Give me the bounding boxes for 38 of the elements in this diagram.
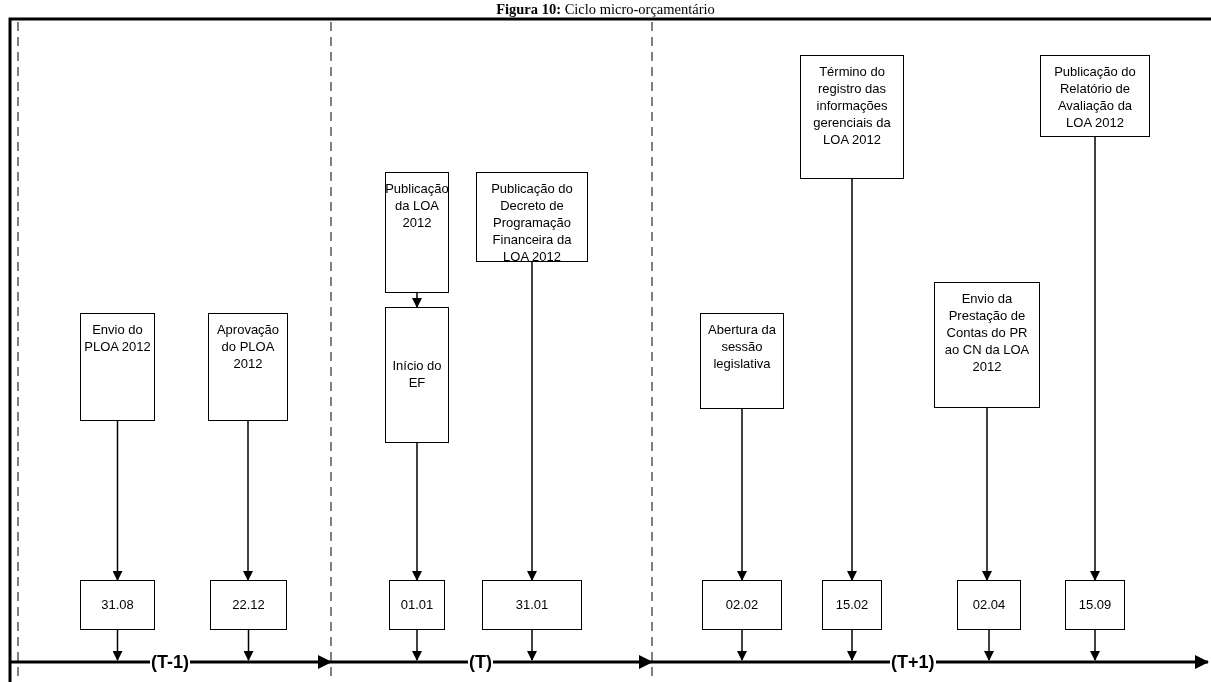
- arrow: [243, 420, 253, 581]
- date-box: 31.08: [80, 580, 155, 630]
- date-box: 01.01: [389, 580, 445, 630]
- arrow: [527, 261, 537, 581]
- event-box: Publicação do Relatório de Avaliação da LOA 2012: [1040, 55, 1150, 137]
- event-box: Abertura da sessão legislativa: [700, 313, 784, 409]
- arrow: [112, 629, 123, 661]
- arrow: [982, 407, 992, 581]
- event-box: Envio do PLOA 2012: [80, 313, 155, 421]
- arrow: [847, 178, 857, 581]
- figure-title: Figura 10: Ciclo micro-orçamentário: [495, 1, 716, 18]
- arrow: [1090, 136, 1100, 581]
- period-label: (T+1): [890, 652, 936, 672]
- date-box: 31.01: [482, 580, 582, 630]
- date-box: 02.02: [702, 580, 782, 630]
- arrow: [412, 629, 422, 661]
- period-label: (T): [468, 652, 493, 672]
- date-box: 15.09: [1065, 580, 1125, 630]
- event-box: Envio da Prestação de Contas do PR ao CN da LOA 2012: [934, 282, 1040, 408]
- event-box: Publicação da LOA 2012: [385, 172, 449, 293]
- arrow: [847, 629, 857, 661]
- event-box: Início do EF: [385, 307, 449, 443]
- arrow: [412, 292, 422, 308]
- arrow: [984, 629, 994, 661]
- arrow: [1090, 629, 1100, 661]
- period-label: (T-1): [150, 652, 190, 672]
- arrow: [112, 420, 123, 581]
- arrow: [737, 408, 747, 581]
- event-box: Publicação do Decreto de Programação Financeira da LOA 2012: [476, 172, 588, 262]
- date-box: 22.12: [210, 580, 287, 630]
- date-box: 15.02: [822, 580, 882, 630]
- event-box: Término do registro das informações gerenciais da LOA 2012: [800, 55, 904, 179]
- arrow: [243, 629, 254, 661]
- arrow: [737, 629, 747, 661]
- date-box: 02.04: [957, 580, 1021, 630]
- arrow: [527, 629, 537, 661]
- arrow: [412, 442, 422, 581]
- event-box: Aprovação do PLOA 2012: [208, 313, 288, 421]
